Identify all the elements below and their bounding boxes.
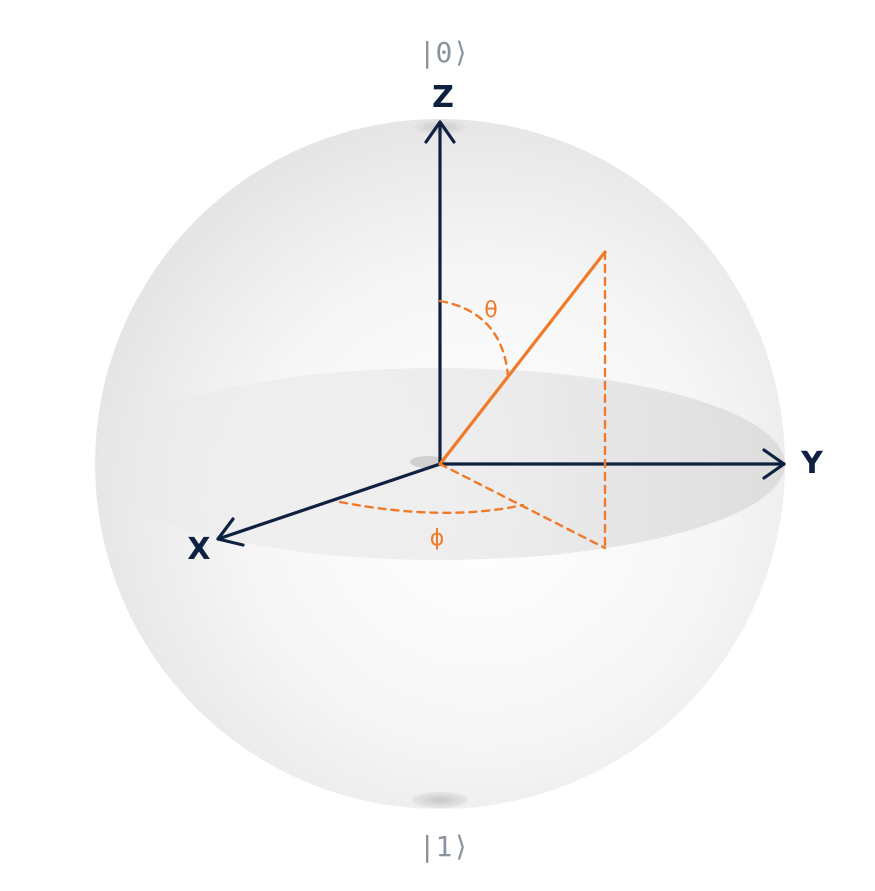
phi-label: ϕ bbox=[430, 526, 445, 551]
south-pole-marker bbox=[412, 792, 468, 808]
x-axis-label: X bbox=[187, 532, 210, 567]
phi-arc bbox=[338, 500, 525, 514]
ket-one-label: |1⟩ bbox=[419, 830, 470, 863]
theta-label: θ bbox=[484, 298, 497, 323]
ket-zero-label: |0⟩ bbox=[419, 36, 470, 69]
z-axis-arrowhead bbox=[424, 120, 456, 144]
x-axis bbox=[216, 462, 442, 541]
axes bbox=[216, 120, 786, 547]
x-axis-arrowhead bbox=[216, 517, 245, 547]
y-axis-label: Y bbox=[800, 446, 824, 481]
state-construction bbox=[338, 250, 607, 550]
y-axis-arrowhead bbox=[762, 448, 786, 480]
z-axis-label: Z bbox=[432, 80, 454, 115]
theta-arc bbox=[438, 299, 510, 378]
state-vector bbox=[438, 250, 607, 466]
